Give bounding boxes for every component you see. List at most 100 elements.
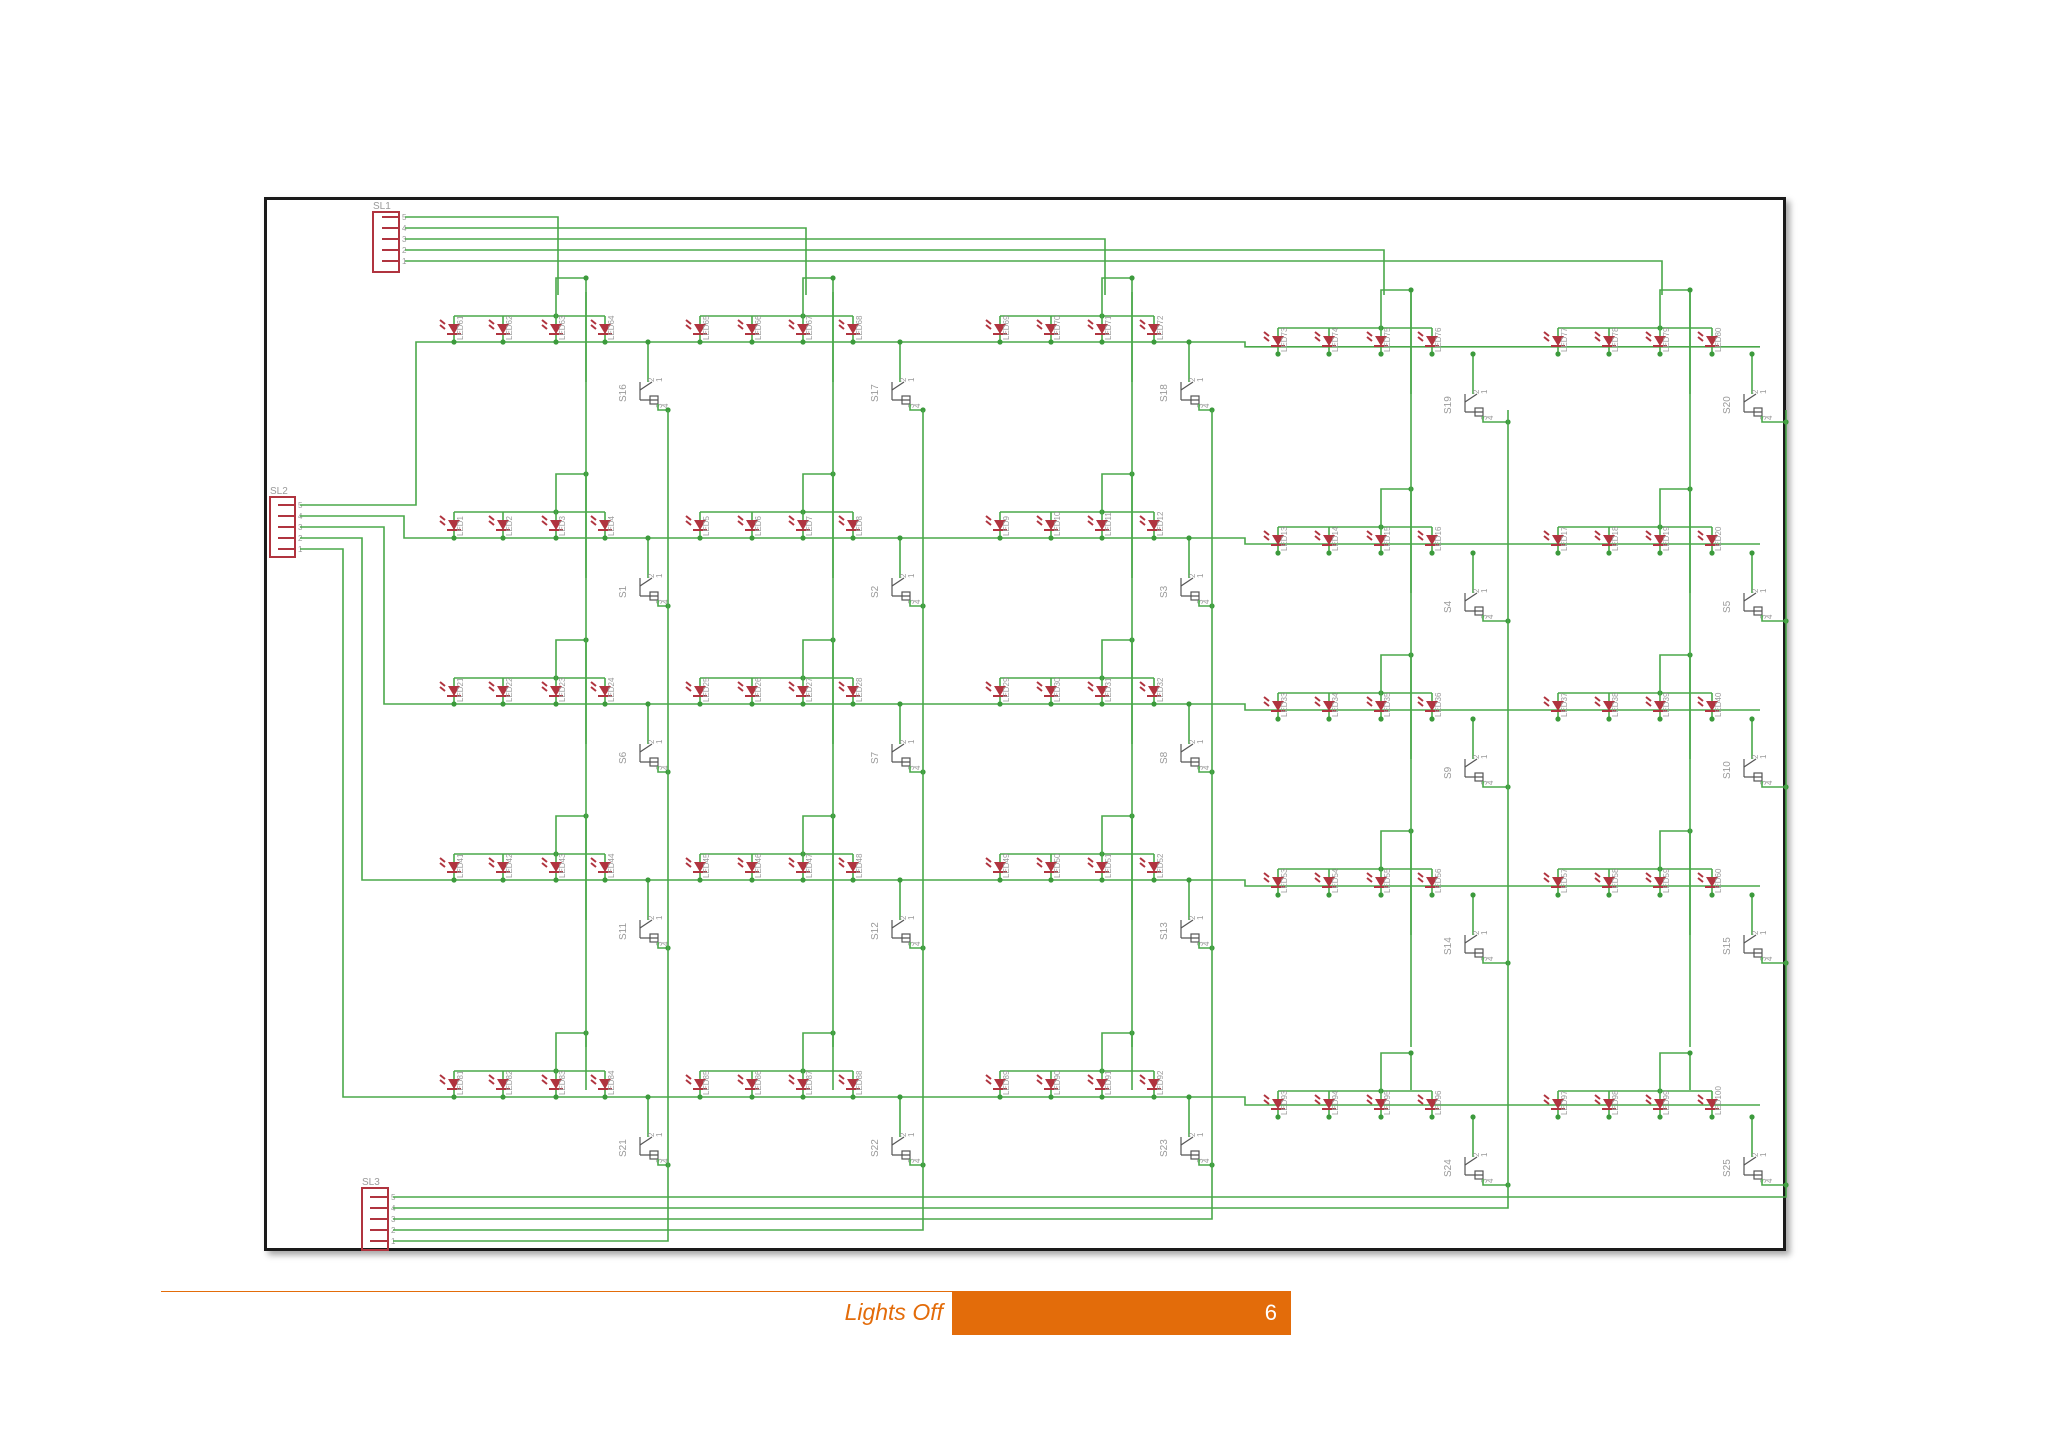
switch [639,880,659,943]
junction-dot [1429,550,1435,556]
switch-out [657,942,668,949]
led-ray [838,1079,845,1085]
switch-pad [1474,1170,1484,1180]
led-triangle [1654,701,1666,711]
led [985,1071,1007,1097]
led-label: LED21 [456,677,465,702]
switch [1743,354,1763,417]
switch-label: S3 [1159,585,1170,598]
led-triangle [1272,1099,1284,1109]
led-ray [541,857,548,863]
switch-out [657,404,668,411]
switch-out [1761,781,1786,788]
switch-pin: 3 [655,941,664,946]
switch-pin: 3 [1759,1178,1768,1183]
led-label: LED85 [702,1070,711,1095]
sl1-wire [405,227,807,295]
switch-label: S15 [1722,937,1733,955]
led-label: LED69 [1002,315,1011,340]
led [1139,854,1161,880]
junction-dot [1687,1050,1693,1056]
led-label: LED95 [1383,1090,1392,1115]
column-bus [1659,1052,1691,1091]
switch-pin: 3 [907,941,916,946]
led [439,316,461,342]
led-label: LED24 [607,677,616,702]
switch-arm [891,919,905,929]
switch-pin: 1 [1759,588,1768,593]
switch [891,704,911,767]
led-ray [1645,696,1652,702]
led-triangle [1654,336,1666,346]
led-label: LED78 [1611,327,1620,352]
switch-out [657,1159,668,1166]
junction-dot [697,877,703,883]
led-label: LED58 [1611,868,1620,893]
led [1366,527,1388,553]
led-ray [1087,681,1094,687]
junction-dot [500,1094,506,1100]
led-ray [737,686,744,692]
switch-pin: 4 [1486,1178,1495,1183]
led-ray [1366,872,1373,878]
led-triangle [1323,701,1335,711]
led-ray [1594,331,1601,337]
led-ray [488,681,495,687]
switch [639,1097,659,1160]
led-ray [1366,701,1373,707]
junction-dot [1408,287,1414,293]
switch-pin: 2 [1472,1152,1481,1157]
led-ray [1366,530,1373,536]
led [488,854,510,880]
led-ray [1139,686,1146,692]
led-ray [1697,530,1704,536]
led-ray [541,515,548,521]
schematic-frame [264,197,1786,1251]
led-triangle [1603,535,1615,545]
led [1366,693,1388,719]
switch-pin: 4 [1202,941,1211,946]
led-ray [1417,877,1424,883]
junction-dot [850,535,856,541]
led-ray [488,520,495,526]
switch-label: S8 [1159,751,1170,764]
led-ray [1139,1079,1146,1085]
switch-pin: 3 [1480,614,1489,619]
led-triangle [1096,862,1108,872]
led-ray [685,1074,692,1080]
switch-pad [649,757,659,767]
led-ray [1417,696,1424,702]
led-triangle [599,686,611,696]
led [439,1071,461,1097]
led-ray [1036,319,1043,325]
junction-dot [1326,716,1332,722]
led-label: LED16 [1434,526,1443,551]
switch [1464,895,1484,958]
led-label: LED53 [1280,868,1289,893]
connector-sl1 [372,211,400,273]
led-label: LED48 [855,853,864,878]
switch-arm [1743,592,1757,602]
pin-number: 2 [402,246,407,255]
led [737,678,759,704]
switch-out [657,600,668,607]
led-ray [737,862,744,868]
switch-arm [891,381,905,391]
led-ray [1543,336,1550,342]
switch [1743,719,1763,782]
junction-dot [1709,1114,1715,1120]
led-triangle [1096,1079,1108,1089]
junction-dot [850,701,856,707]
led-ray [838,862,845,868]
switch-pin: 4 [1202,1158,1211,1163]
led-ray [788,515,795,521]
led-ray [788,857,795,863]
switch-pin: 2 [1472,389,1481,394]
switch-arm [1464,758,1478,768]
led [1036,316,1058,342]
led-triangle [1272,701,1284,711]
led-triangle [497,520,509,530]
junction-dot [1378,892,1384,898]
junction-dot [1470,351,1476,357]
